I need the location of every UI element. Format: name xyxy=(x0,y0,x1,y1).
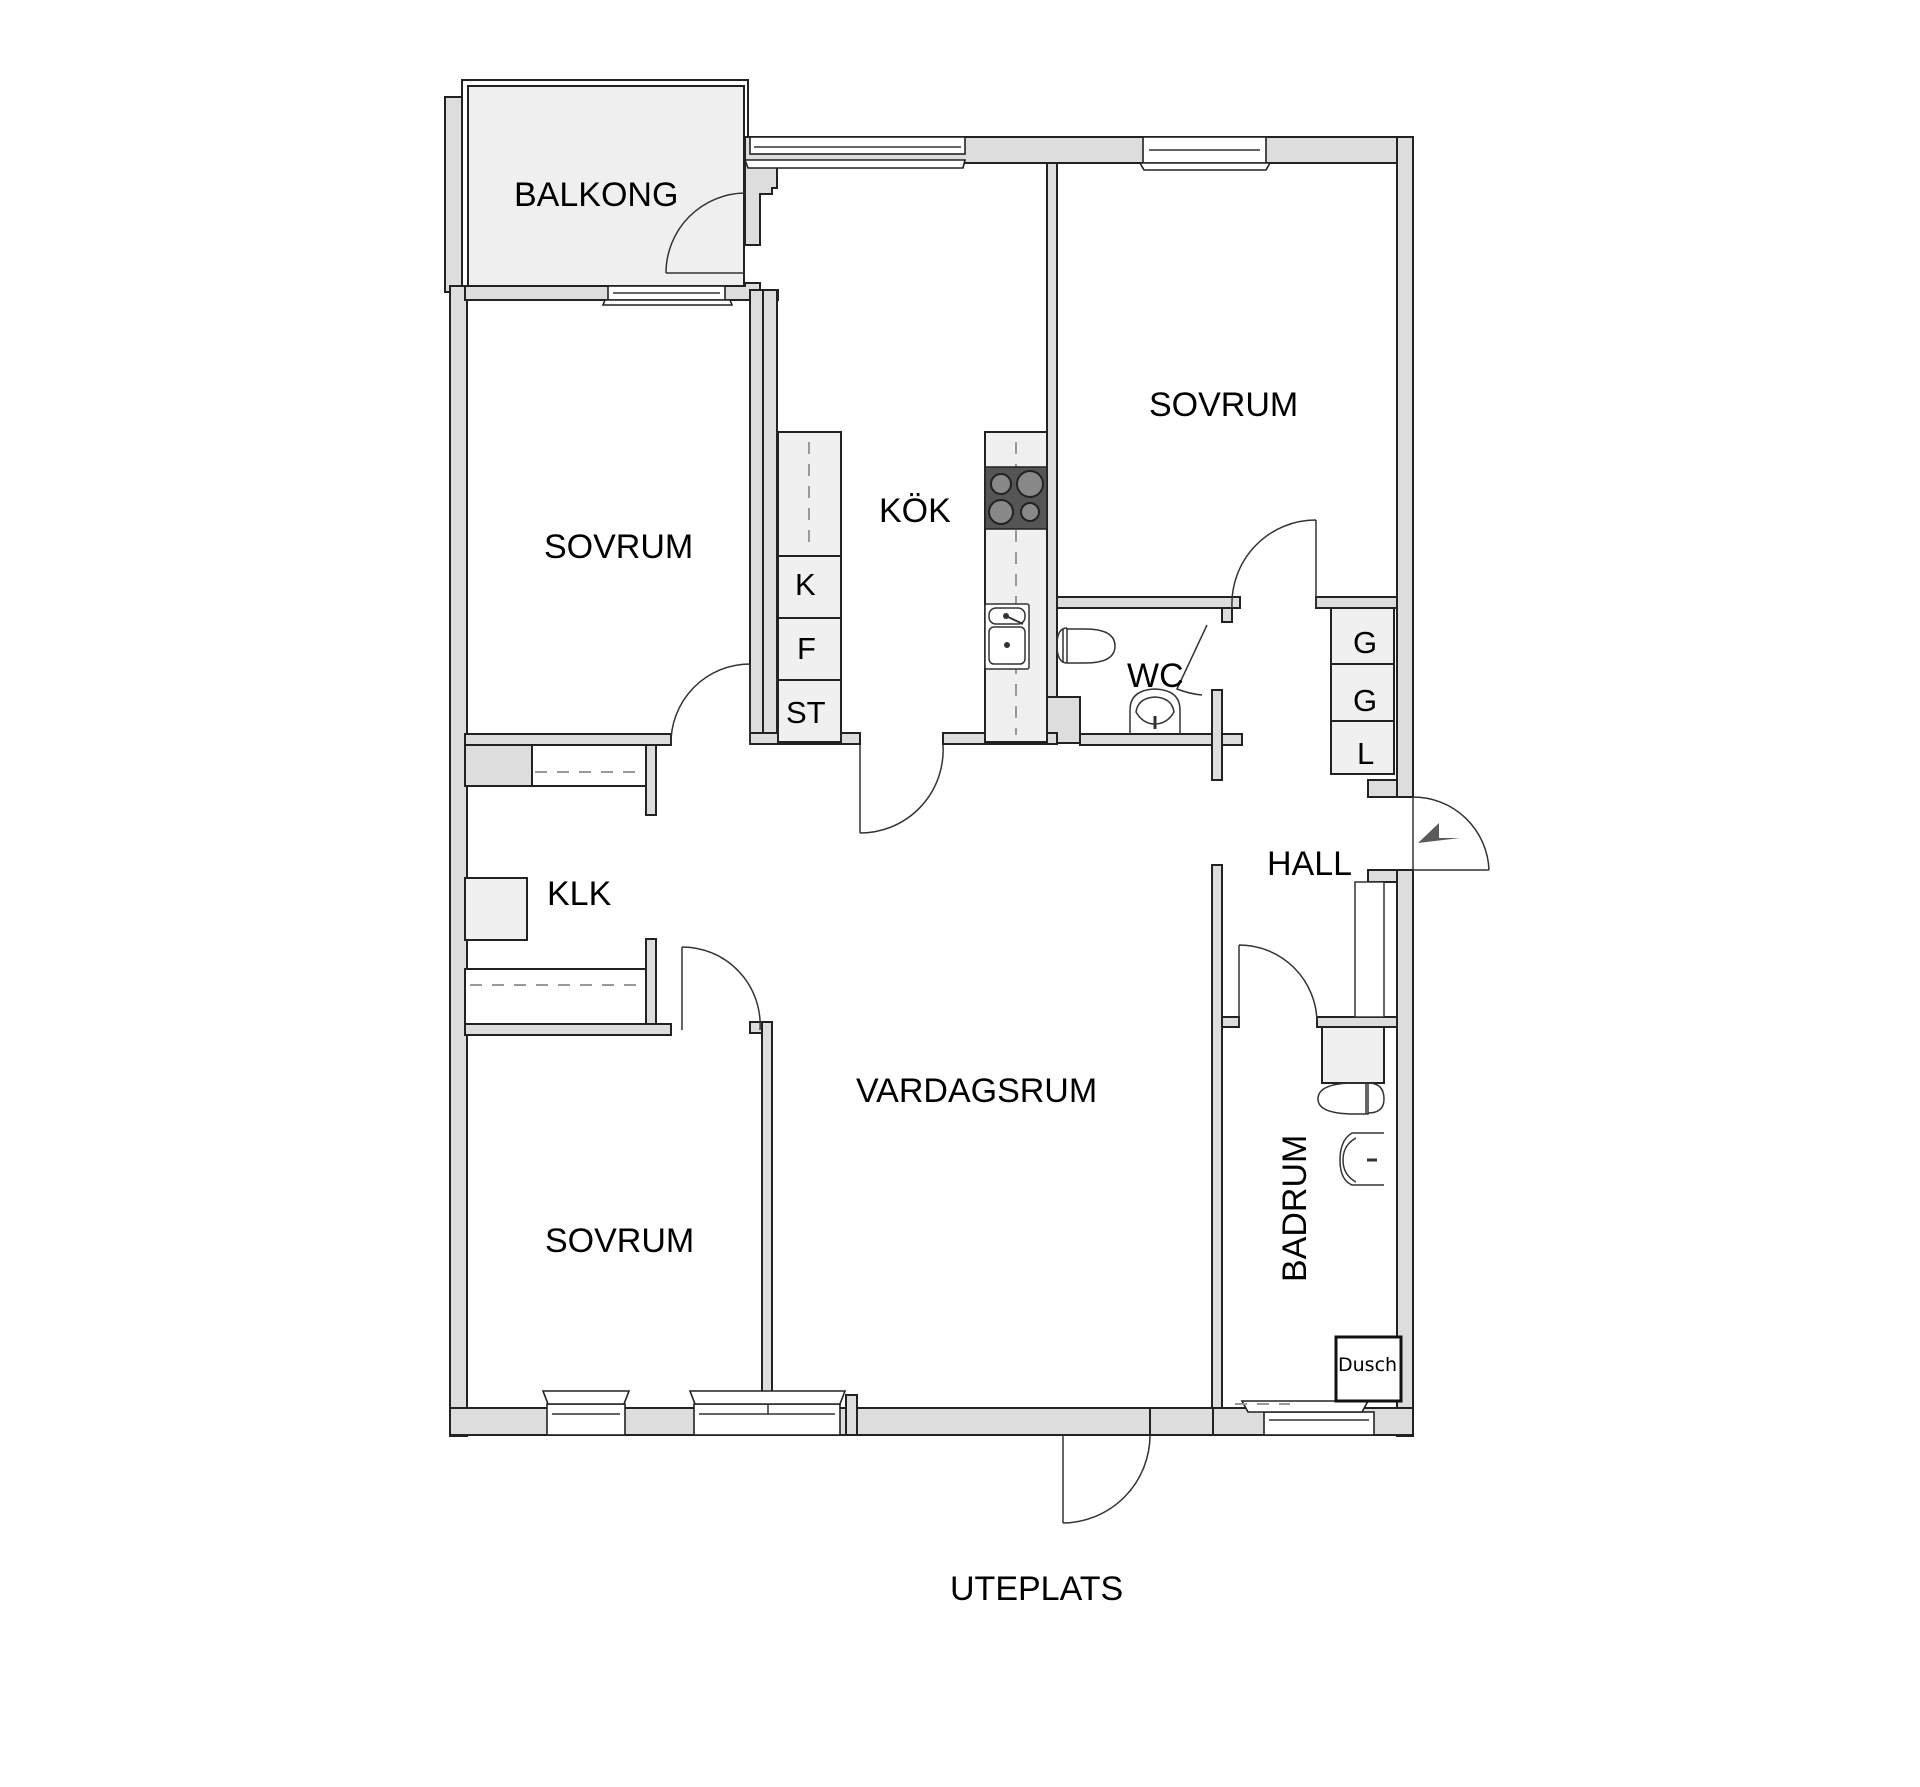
appliance-label-f: F xyxy=(797,631,816,666)
closet-label-g1: G xyxy=(1353,625,1378,660)
shower-label: Dusch xyxy=(1338,1354,1398,1376)
room-label-sovrum-bottom-left: SOVRUM xyxy=(545,1222,695,1260)
room-label-sovrum-top-left: SOVRUM xyxy=(544,528,694,566)
window-bedroom-top-left xyxy=(601,285,734,306)
windows xyxy=(541,136,1375,1436)
window-kitchen xyxy=(743,136,967,169)
room-label-hall: HALL xyxy=(1267,845,1353,883)
room-label-vardagsrum: VARDAGSRUM xyxy=(856,1072,1098,1110)
stove xyxy=(984,466,1048,530)
bathroom-fixtures xyxy=(1235,1026,1403,1405)
wc-fixtures xyxy=(1056,627,1181,734)
closet-label-l: L xyxy=(1357,736,1375,771)
room-label-sovrum-top-right: SOVRUM xyxy=(1149,386,1299,424)
room-label-badrum: BADRUM xyxy=(1276,1134,1314,1282)
room-label-kok: KÖK xyxy=(879,492,951,530)
room-label-balkong: BALKONG xyxy=(514,176,679,214)
window-living-room xyxy=(688,1390,858,1436)
appliance-label-k: K xyxy=(795,567,816,602)
kitchen-cabinets xyxy=(777,431,1048,743)
arrow-left-icon xyxy=(1418,823,1460,843)
patio-label: UTEPLATS xyxy=(950,1570,1124,1608)
kitchen-sink xyxy=(984,603,1030,670)
closet-label-g2: G xyxy=(1353,683,1378,718)
klk-closets xyxy=(464,744,647,1025)
window-bedroom-bottom-left xyxy=(541,1390,631,1436)
doors xyxy=(665,192,1490,1524)
hall-closets xyxy=(1330,607,1398,1018)
room-label-wc: WC xyxy=(1127,657,1184,695)
window-bathroom xyxy=(1240,1400,1375,1436)
room-label-klk: KLK xyxy=(547,875,612,913)
window-bedroom-top-right xyxy=(1138,136,1272,171)
appliance-label-st: ST xyxy=(786,695,826,730)
